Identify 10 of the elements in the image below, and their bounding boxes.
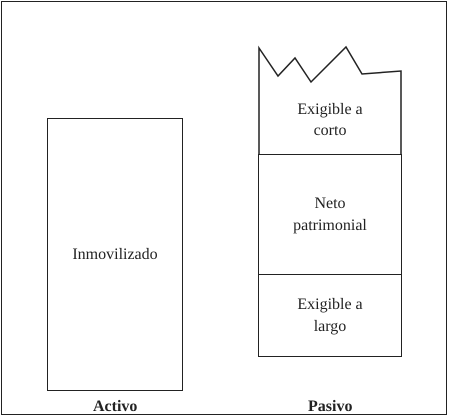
liability-box	[258, 44, 402, 156]
column-heading: Activo	[93, 398, 138, 416]
equity-box	[258, 154, 402, 276]
liability-box	[258, 274, 402, 357]
node-label: Exigible a corto	[296, 100, 364, 142]
column-heading: Pasivo	[308, 398, 352, 416]
node-label: Inmovilizado	[72, 244, 158, 265]
node-label: Exigible a largo	[296, 294, 364, 336]
asset-box	[47, 118, 183, 391]
node-label: Neto patrimonial	[292, 194, 368, 236]
